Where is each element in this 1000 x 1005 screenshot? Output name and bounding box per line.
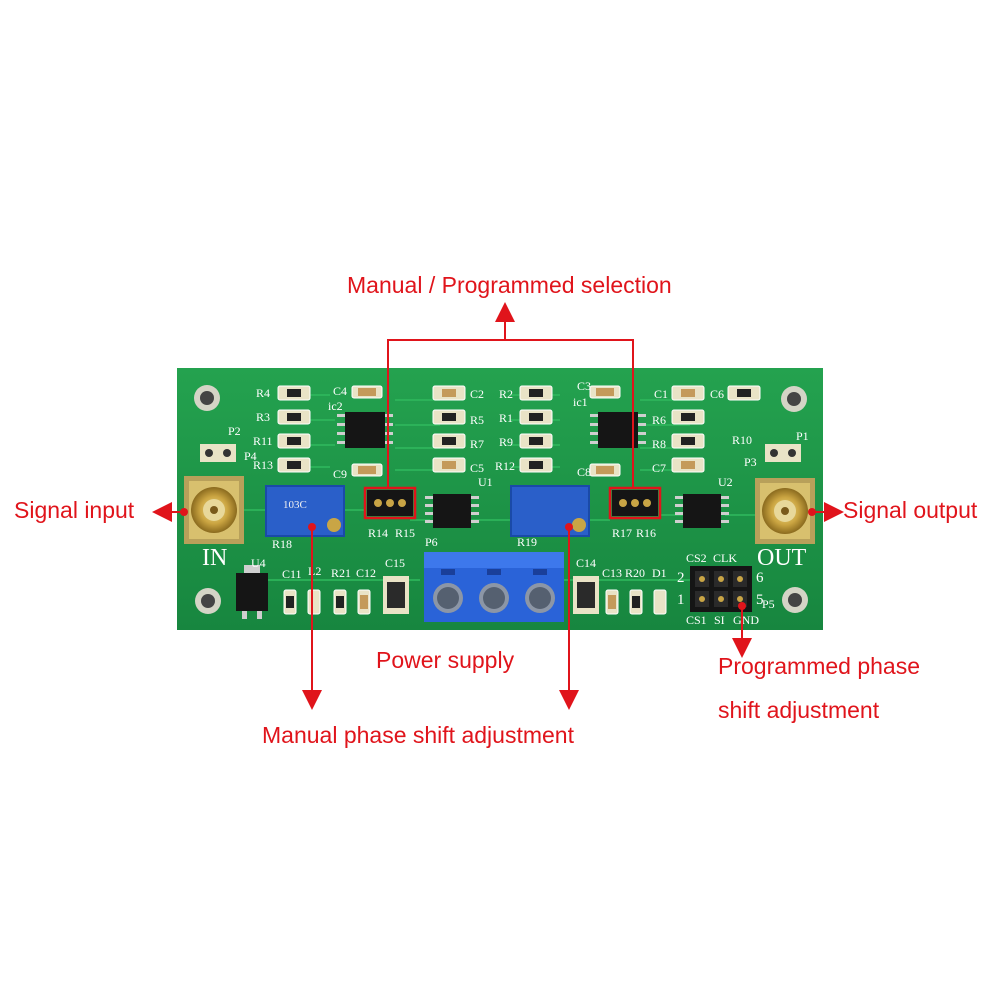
label-manual-programmed-selection: Manual / Programmed selection [347,272,672,298]
silk-c9: C9 [333,467,347,481]
silk-r16: R16 [636,526,656,540]
jumper-header-left [367,490,413,516]
silk-r11: R11 [253,434,273,448]
selection-box-right [608,486,662,520]
label-power-supply: Power supply [376,647,515,673]
silk-r4: R4 [256,386,270,400]
capacitor-c15 [383,576,409,614]
mounting-hole [195,588,221,614]
silk-out-label: OUT [757,545,807,571]
silk-gnd: GND [733,613,759,627]
silk-u1: U1 [478,475,493,489]
silk-d1: D1 [652,566,667,580]
silk-u2: U2 [718,475,733,489]
label-signal-input: Signal input [14,497,135,523]
silk-l2: L2 [308,564,321,578]
silk-c11: C11 [282,567,302,581]
silk-ic2: ic2 [328,399,343,413]
silk-p6: P6 [425,535,438,549]
annotation-dot [308,523,316,531]
label-manual-phase-shift: Manual phase shift adjustment [262,722,574,748]
silk-r10: R10 [732,433,752,447]
silk-u4: U4 [251,556,266,570]
silk-c8: C8 [577,465,591,479]
silk-r5: R5 [470,413,484,427]
silk-r14: R14 [368,526,388,540]
potentiometer-r18: 103C [265,485,345,537]
silk-p2: P2 [228,424,241,438]
u4-regulator [236,565,268,619]
silk-c14: C14 [576,556,596,570]
selection-box-left [363,486,417,520]
capacitor-c14 [573,576,599,614]
silk-r7: R7 [470,437,484,451]
silk-r21: R21 [331,566,351,580]
silk-c1: C1 [654,387,668,401]
header-p2 [200,444,236,462]
silk-clk: CLK [713,551,737,565]
silk-r2: R2 [499,387,513,401]
jumper-header-right [612,490,658,516]
silk-r20: R20 [625,566,645,580]
power-terminal-block [424,552,564,622]
u1-chip [425,494,479,528]
silk-c5: C5 [470,461,484,475]
silk-r3: R3 [256,410,270,424]
silk-r9: R9 [499,435,513,449]
mounting-hole [194,385,220,411]
silk-r15: R15 [395,526,415,540]
silk-r17: R17 [612,526,632,540]
silk-cs2: CS2 [686,551,707,565]
u2-chip [675,494,729,528]
silk-p3: P3 [744,455,757,469]
silk-p1: P1 [796,429,809,443]
silk-c3: C3 [577,379,591,393]
ic1-chip [590,412,646,448]
label-programmed-phase-line2: shift adjustment [718,697,880,723]
potentiometer-r19 [510,485,590,537]
header-p3 [765,444,801,462]
mounting-hole [781,386,807,412]
annotation-dot [808,508,816,516]
silk-c7: C7 [652,461,666,475]
annotation-dot [738,602,746,610]
silk-r12: R12 [495,459,515,473]
silk-pin2: 2 [677,570,685,586]
annotation-dot [565,523,573,531]
pot-marking: 103C [283,499,307,511]
smd-components [277,385,761,615]
silk-c2: C2 [470,387,484,401]
silk-in-label: IN [202,545,227,571]
silk-c12: C12 [356,566,376,580]
label-signal-output: Signal output [843,497,978,523]
silk-c15: C15 [385,556,405,570]
silk-p4: P4 [244,449,257,463]
silk-c6: C6 [710,387,724,401]
silk-si: SI [714,613,725,627]
silk-cs1: CS1 [686,613,707,627]
label-programmed-phase-line1: Programmed phase [718,653,920,679]
silk-r18: R18 [272,537,292,551]
silk-ic1: ic1 [573,395,588,409]
silk-r13: R13 [253,458,273,472]
silk-r6: R6 [652,413,666,427]
silk-r19: R19 [517,535,537,549]
sma-output-connector [755,478,815,544]
silk-r1: R1 [499,411,513,425]
annotation-arrows [152,302,844,710]
silk-c4: C4 [333,384,347,398]
sma-input-connector [184,476,244,544]
silk-r8: R8 [652,437,666,451]
annotation-dot [180,508,188,516]
silk-pin1: 1 [677,592,685,608]
mounting-hole [782,587,808,613]
silk-pin6: 6 [756,570,764,586]
silk-pin5: 5 [756,592,764,608]
silk-p5: P5 [762,597,775,611]
silk-c13: C13 [602,566,622,580]
ic2-chip [337,412,393,448]
